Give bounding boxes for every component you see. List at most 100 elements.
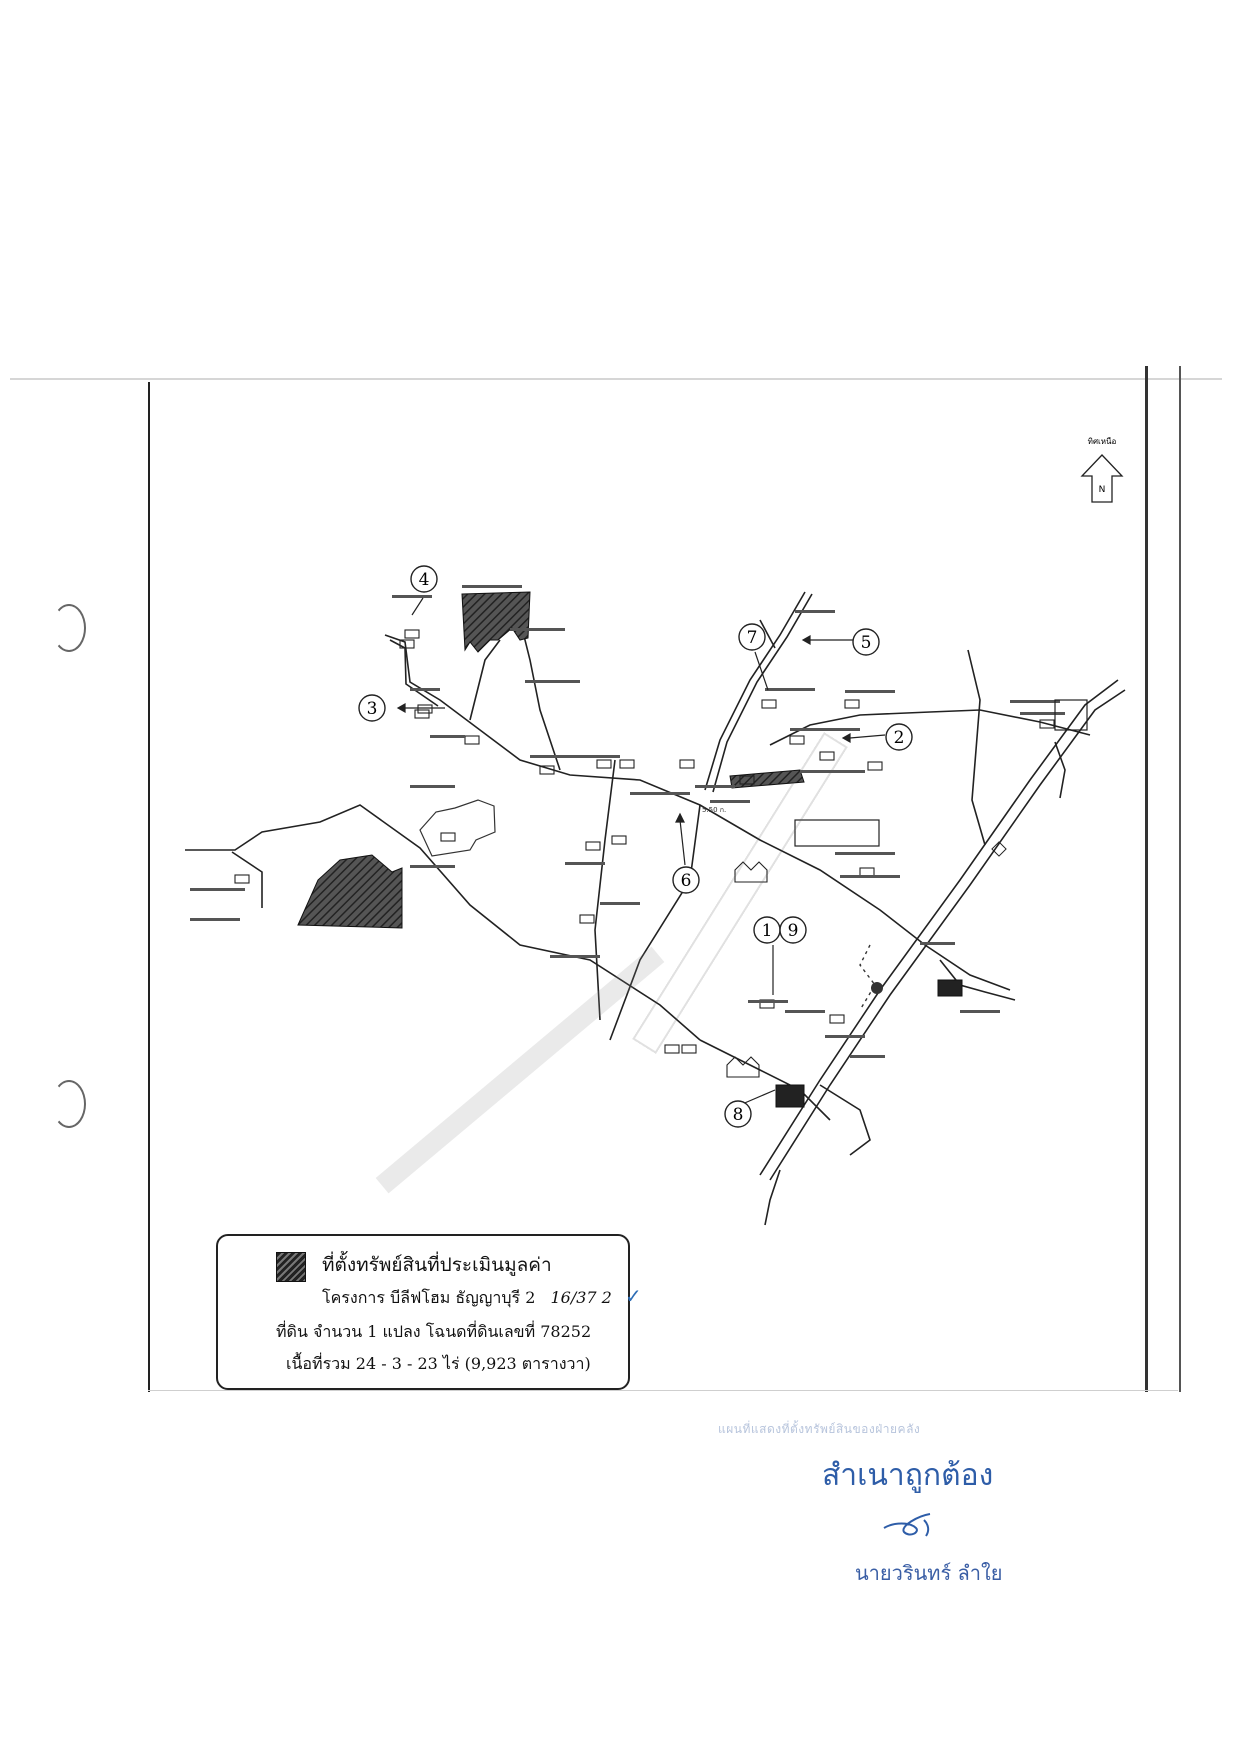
marker-leaders [396, 597, 886, 1106]
tiny-label-mark [845, 690, 895, 693]
marker-5-circle [852, 628, 880, 656]
marker-5-label: 5 [861, 633, 872, 653]
leader-arrow-6 [679, 819, 686, 866]
tiny-label-mark [462, 585, 522, 588]
road-southwest-spur [764, 1169, 781, 1226]
tiny-label-mark [430, 735, 465, 738]
tiny-label-mark [530, 755, 620, 758]
tiny-label-mark [748, 1000, 788, 1003]
faint-stamp-watermark [375, 732, 848, 1194]
tiny-label-mark [790, 728, 860, 731]
village-icon [464, 735, 480, 745]
marker-4-circle [410, 565, 438, 593]
north-letter: N [1099, 485, 1106, 495]
tiny-label-mark [840, 875, 900, 878]
north-label: ทิศเหนือ [1088, 437, 1117, 446]
village-icon [1039, 719, 1055, 729]
tiny-label-mark [710, 800, 750, 803]
legend-area-line: เนื้อที่รวม 24 - 3 - 23 ไร่ (9,923 ตาราง… [286, 1354, 591, 1373]
village-icon [867, 761, 883, 771]
pond-icon [871, 982, 883, 994]
landmark-box [937, 979, 963, 997]
village-icon [585, 841, 601, 851]
junction-icon [991, 841, 1007, 857]
faded-stamp-header: แผนที่แสดงที่ตั้งทรัพย์สินของฝ่ายคลัง [718, 1422, 921, 1436]
tiny-label-mark [785, 1010, 825, 1013]
village-icon [440, 832, 456, 842]
arrowhead [396, 702, 406, 714]
tiny-label-mark [795, 610, 835, 613]
tiny-label-mark [190, 918, 240, 921]
arrowhead [841, 732, 851, 744]
legend-hatch-swatch [276, 1252, 306, 1282]
tiny-label-mark [1020, 712, 1065, 715]
marker-3-label: 3 [367, 699, 378, 719]
map-tiny-labels [190, 585, 1065, 1058]
village-icon [829, 1014, 845, 1024]
village-icon [611, 835, 627, 845]
tiny-label-mark [410, 785, 455, 788]
marker-8-circle [724, 1100, 752, 1128]
village-icon [234, 874, 250, 884]
landmark-box [775, 1084, 805, 1108]
marker-7-label: 7 [747, 628, 758, 648]
tiny-label-mark [550, 955, 600, 958]
road-south-spur [819, 1084, 871, 1156]
village-icon [739, 775, 755, 785]
highway [759, 679, 1119, 1176]
tiny-label-mark [835, 852, 895, 855]
leader-arrow-2 [849, 734, 886, 739]
road-north-2 [712, 593, 813, 793]
village-icon [417, 704, 433, 714]
legend-land-line: ที่ดิน จำนวน 1 แปลง โฉนดที่ดินเลขที่ 782… [276, 1322, 592, 1341]
marker-8-label: 8 [733, 1105, 744, 1125]
punch-hole-top [52, 604, 86, 652]
village-icons [234, 629, 1055, 1054]
village-icon [761, 699, 777, 709]
landmark-box [1054, 699, 1088, 731]
signer-name: นายวรินทร์ ลำใย [855, 1561, 1003, 1585]
leader-arrow-8 [739, 1089, 776, 1106]
village-icon [844, 699, 860, 709]
village-icon [859, 867, 875, 877]
village-icon [619, 759, 635, 769]
tiny-label-mark [525, 680, 580, 683]
road-east-curve [967, 649, 986, 846]
signature-icon [883, 1513, 931, 1537]
village-icon [789, 735, 805, 745]
leader-arrow-4 [411, 597, 424, 616]
village-icon [596, 759, 612, 769]
marker-9-label: 9 [788, 921, 799, 941]
marker-7-circle [738, 623, 766, 651]
distance-label: 5.50 ก. [702, 806, 726, 814]
tiny-label-mark [600, 902, 640, 905]
village-icon [679, 759, 695, 769]
village-icon [664, 1044, 680, 1054]
road-inner-4 [469, 639, 501, 721]
marker-numbers: 4 3 7 5 2 6 1 9 8 [367, 570, 905, 1125]
numbered-markers [358, 565, 913, 1128]
road-inner-2 [609, 804, 701, 1041]
checkmark-icon: ✓ [624, 1284, 642, 1308]
legend-project-name: โครงการ บีลีฟโฮม ธัญญาบุรี 2 [322, 1288, 536, 1307]
marker-9-circle [779, 916, 807, 944]
marker-2-label: 2 [894, 728, 905, 748]
road-east-right [1054, 741, 1066, 799]
punch-hole-bottom [52, 1080, 86, 1128]
tiny-label-mark [825, 1035, 865, 1038]
marker-6-label: 6 [681, 871, 692, 891]
leader-arrow-7 [754, 651, 769, 691]
village-icon [579, 914, 595, 924]
map-frame-right [1145, 366, 1148, 1392]
landmark-box [794, 819, 880, 847]
tiny-label-mark [410, 865, 455, 868]
tiny-label-mark [630, 792, 690, 795]
school-icon [726, 1056, 760, 1078]
tiny-label-mark [920, 942, 955, 945]
village-icon [399, 639, 415, 649]
school-icon [734, 861, 768, 883]
legend-box: ที่ตั้งทรัพย์สินที่ประเมินมูลค่า โครงการ… [216, 1234, 642, 1390]
road-west-branch [231, 851, 263, 908]
map-frame-left [148, 382, 150, 1392]
